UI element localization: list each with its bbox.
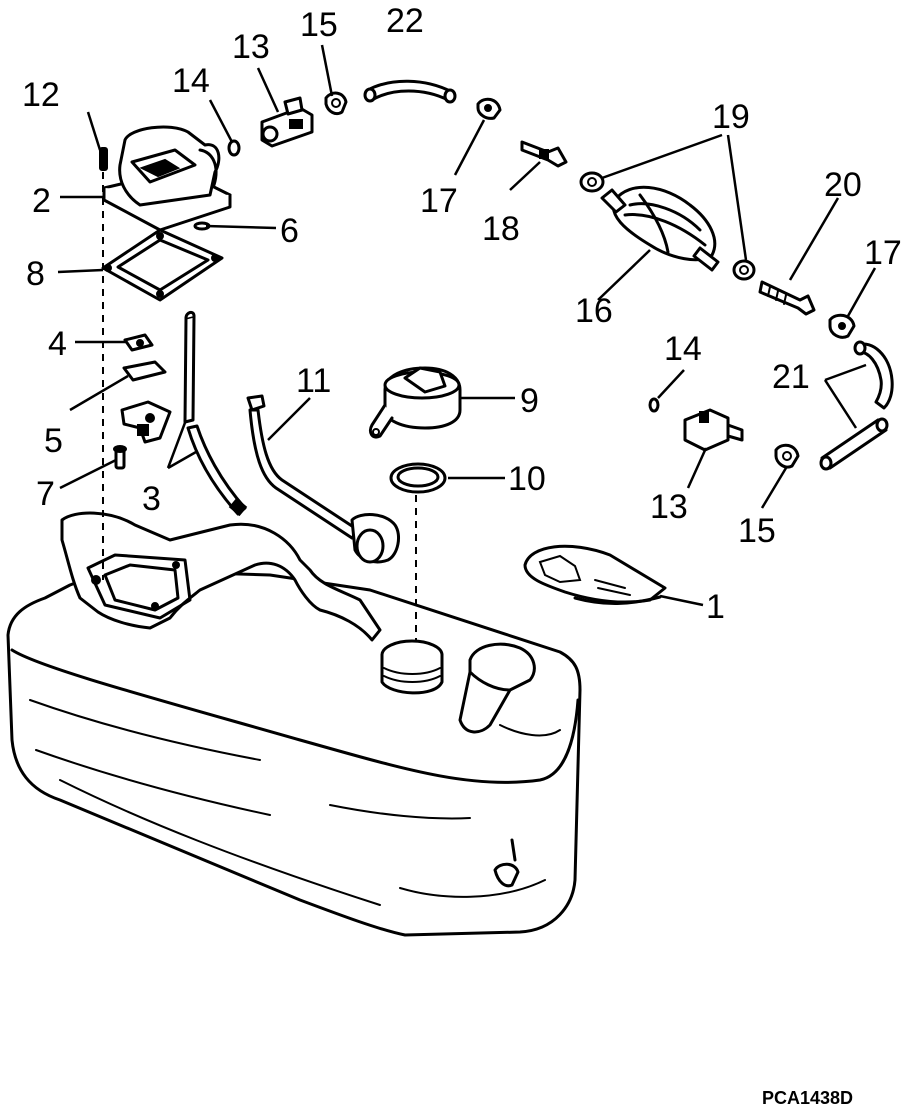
part-15-clamp-top: [324, 91, 348, 116]
callout-15: 15: [300, 6, 338, 44]
part-18-fitting: [520, 140, 568, 168]
part-22-hose: [363, 79, 457, 104]
callout-11: 11: [296, 362, 331, 400]
callout-14-right: 14: [664, 330, 702, 368]
callout-5: 5: [44, 422, 63, 460]
callout-6: 6: [280, 212, 299, 250]
part-21-hose-lower: [819, 417, 889, 471]
part-16-primer-bulb: [600, 185, 720, 272]
part-sender-bracket: [120, 400, 172, 444]
callout-13: 13: [232, 28, 270, 66]
part-13-connector-right: [683, 408, 744, 452]
callout-22: 22: [386, 2, 424, 40]
part-19-clamp-a: [579, 171, 605, 193]
part-8-gasket: [101, 228, 224, 302]
callout-15-right: 15: [738, 512, 776, 550]
part-7-screw: [113, 445, 127, 470]
callout-2: 2: [32, 182, 51, 220]
assembly-lines: [102, 172, 417, 640]
part-14-o-ring-right: [648, 397, 660, 413]
callout-8: 8: [26, 255, 45, 293]
part-17-clamp-top: [476, 97, 502, 120]
callout-14: 14: [172, 62, 210, 100]
part-2-fuel-gauge-housing: [102, 125, 232, 232]
part-11-float-arm: [246, 394, 400, 564]
part-4-clip: [123, 333, 154, 352]
part-5-float: [122, 360, 167, 382]
callout-9: 9: [520, 382, 539, 420]
callout-12: 12: [22, 76, 60, 114]
callout-17: 17: [420, 182, 458, 220]
callout-7: 7: [36, 475, 55, 513]
callout-1: 1: [706, 588, 725, 626]
callout-10: 10: [508, 460, 546, 498]
part-9-fuel-cap: [368, 366, 462, 439]
part-12-screw: [99, 147, 108, 171]
part-3-pickup-tube: [183, 310, 248, 517]
callout-13-right: 13: [650, 488, 688, 526]
callout-21: 21: [772, 358, 810, 396]
callout-labels: 12 2 8 4 5 7 3 6 14 13 15 22 11 9 10 1 1…: [22, 2, 902, 626]
part-21-hose-upper: [853, 340, 894, 410]
part-14-o-ring-top: [227, 139, 241, 157]
part-13-connector-top: [260, 96, 314, 148]
part-17-clamp-right: [828, 313, 856, 339]
callout-19: 19: [712, 98, 750, 136]
part-20-fitting: [758, 280, 816, 316]
callout-4: 4: [48, 325, 67, 363]
part-10-cap-seal: [389, 462, 447, 494]
fuel-tank: [6, 511, 582, 937]
part-15-clamp-right: [774, 443, 800, 469]
part-1-decal: [523, 544, 667, 605]
callout-18: 18: [482, 210, 520, 248]
callout-17-right: 17: [864, 234, 902, 272]
leader-lines: [57, 44, 877, 607]
callout-16: 16: [575, 292, 613, 330]
callout-3: 3: [142, 480, 161, 518]
part-19-clamp-b: [732, 259, 756, 281]
callout-20: 20: [824, 166, 862, 204]
drawing-code: PCA1438D: [762, 1088, 853, 1108]
